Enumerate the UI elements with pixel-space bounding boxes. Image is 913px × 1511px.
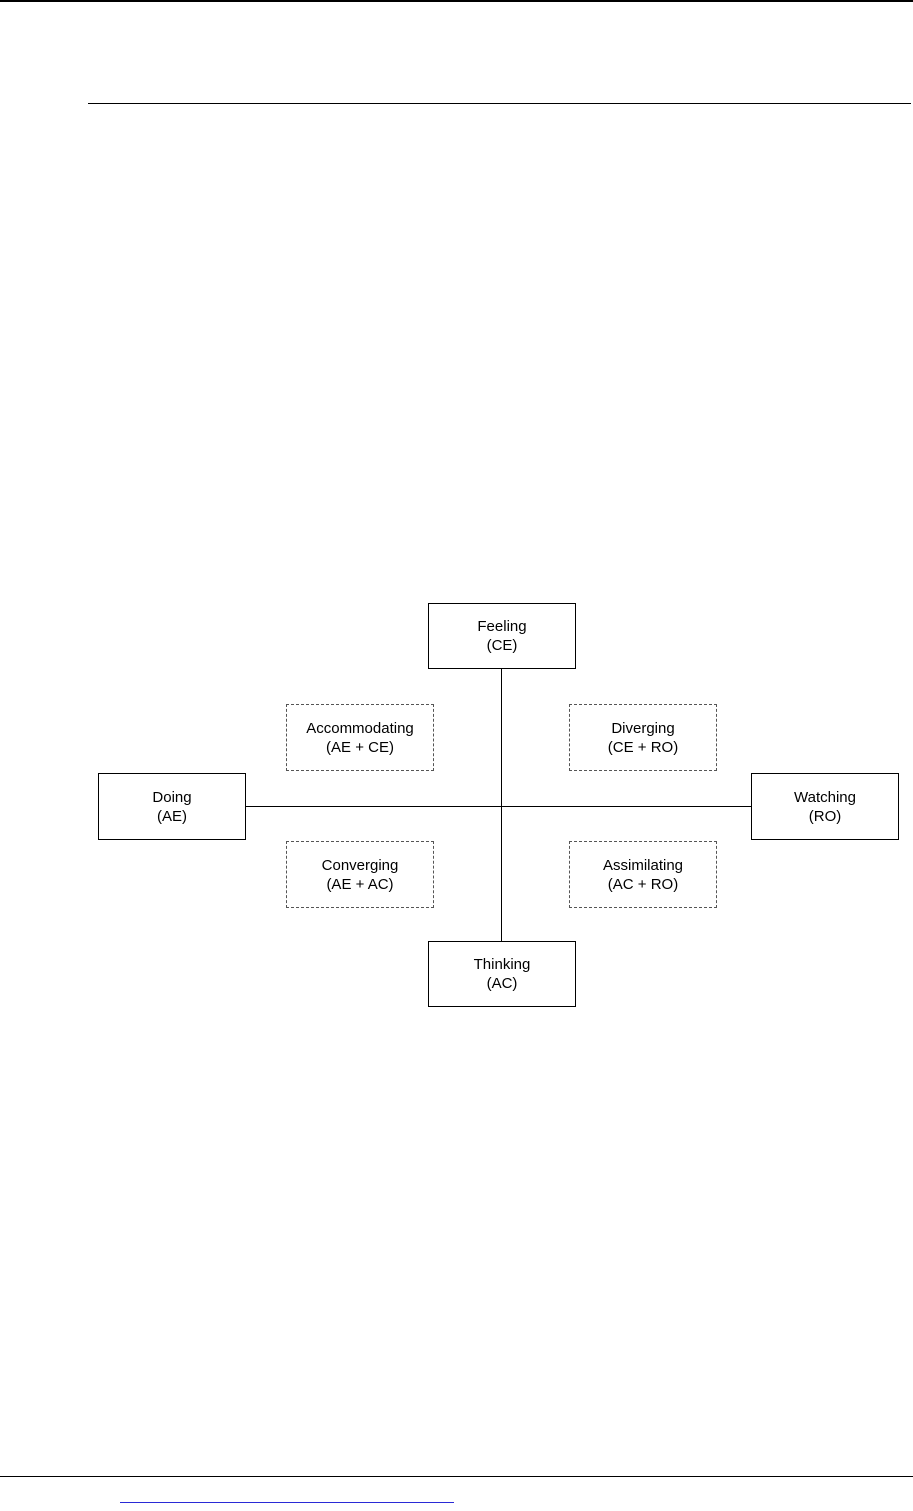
quadrant-converging-box: Converging (AE + AC) — [286, 841, 434, 908]
quadrant-assimilating-name: Assimilating — [603, 856, 683, 875]
footer-rule — [0, 1476, 913, 1477]
pole-doing-box: Doing (AE) — [98, 773, 246, 840]
horizontal-axis — [246, 806, 751, 807]
pole-watching-name: Watching — [794, 788, 856, 807]
quadrant-converging-combo: (AE + AC) — [326, 875, 393, 894]
quadrant-assimilating-combo: (AC + RO) — [608, 875, 678, 894]
quadrant-accommodating-name: Accommodating — [306, 719, 414, 738]
quadrant-diverging-name: Diverging — [611, 719, 674, 738]
quadrant-converging-name: Converging — [322, 856, 399, 875]
pole-doing-code: (AE) — [157, 807, 187, 826]
pole-thinking-name: Thinking — [474, 955, 531, 974]
page-top-border — [0, 0, 913, 2]
quadrant-assimilating-box: Assimilating (AC + RO) — [569, 841, 717, 908]
pole-doing-name: Doing — [152, 788, 191, 807]
footer-link-underline[interactable] — [120, 1502, 454, 1503]
quadrant-accommodating-combo: (AE + CE) — [326, 738, 394, 757]
pole-feeling-name: Feeling — [477, 617, 526, 636]
pole-thinking-code: (AC) — [487, 974, 518, 993]
pole-feeling-box: Feeling (CE) — [428, 603, 576, 669]
vertical-axis — [501, 668, 502, 941]
quadrant-diverging-combo: (CE + RO) — [608, 738, 678, 757]
quadrant-diverging-box: Diverging (CE + RO) — [569, 704, 717, 771]
pole-thinking-box: Thinking (AC) — [428, 941, 576, 1007]
pole-watching-code: (RO) — [809, 807, 842, 826]
pole-watching-box: Watching (RO) — [751, 773, 899, 840]
header-rule — [88, 103, 911, 104]
pole-feeling-code: (CE) — [487, 636, 518, 655]
quadrant-accommodating-box: Accommodating (AE + CE) — [286, 704, 434, 771]
